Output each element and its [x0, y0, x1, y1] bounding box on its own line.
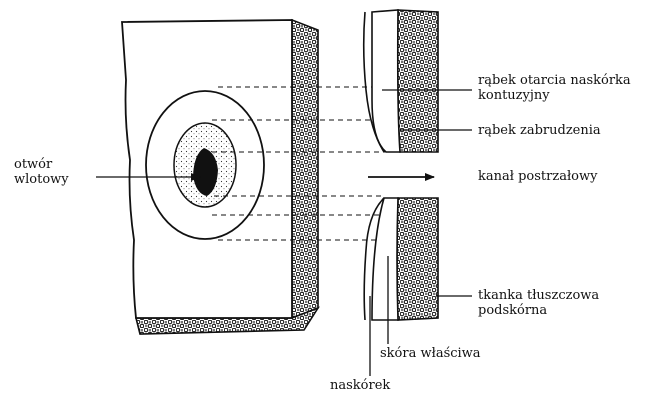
label-entry-wound-line1: otwór: [14, 157, 53, 172]
lower-fat-layer: [396, 197, 439, 321]
upper-fat-layer: [396, 9, 439, 153]
label-dermis: skóra właściwa: [380, 346, 481, 361]
label-abrasion-ring-line2: kontuzyjny: [478, 88, 550, 103]
label-subcutaneous-fat-line1: tkanka tłuszczowa: [478, 288, 600, 303]
label-subcutaneous-fat: tkanka tłuszczowa podskórna: [478, 288, 599, 318]
abrasion-ring-outer: [145, 90, 265, 240]
lower-epidermis-line: [363, 197, 385, 321]
label-abrasion-ring: rąbek otarcia naskórka kontuzyjny: [478, 73, 631, 103]
upper-epidermis-line: [362, 11, 385, 153]
label-contamination-ring: rąbek zabrudzenia: [478, 123, 601, 138]
label-subcutaneous-fat-line2: podskórna: [478, 303, 548, 318]
projection-lines: [212, 86, 385, 241]
label-epidermis: naskórek: [330, 378, 391, 393]
entry-hole: [193, 148, 218, 196]
label-entry-wound-line2: wlotowy: [14, 172, 69, 187]
lower-dermis: [371, 197, 399, 321]
label-abrasion-ring-line1: rąbek otarcia naskórka: [478, 73, 631, 88]
block-side-face: [291, 18, 319, 320]
label-wound-channel: kanał postrzałowy: [478, 169, 598, 184]
upper-dermis: [371, 9, 401, 153]
label-entry-wound: otwór wlotowy: [14, 157, 69, 187]
